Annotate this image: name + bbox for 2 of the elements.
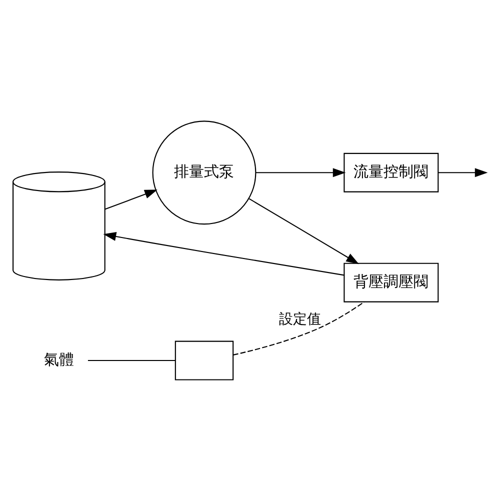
edge-label: 設定值: [278, 311, 321, 328]
node-text: 氣體: [44, 350, 74, 368]
